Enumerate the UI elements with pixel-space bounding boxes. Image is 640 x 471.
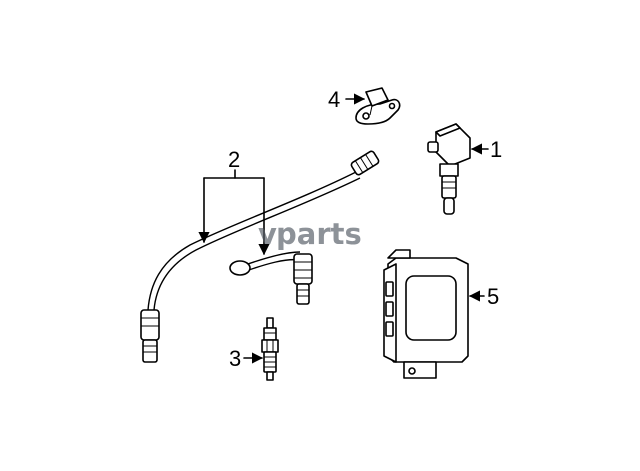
watermark-logo: v parts [258, 217, 362, 251]
engine-control-module[interactable] [383, 249, 469, 379]
spark-plug[interactable] [261, 317, 279, 381]
callout-number-5: 5 [487, 284, 499, 309]
ignition-coil[interactable] [427, 123, 471, 215]
callout-number-2: 2 [228, 147, 240, 172]
callout-number-1: 1 [490, 137, 502, 162]
callout-2-leader [198, 169, 270, 256]
callout-number-3: 3 [229, 346, 241, 371]
svg-text:parts: parts [276, 217, 362, 251]
sensor[interactable] [355, 87, 401, 125]
spark-plug-wire-long[interactable] [140, 150, 380, 363]
svg-text:v: v [258, 217, 277, 251]
spark-plug-wire-short[interactable] [229, 251, 313, 305]
callout-number-4: 4 [328, 87, 340, 112]
